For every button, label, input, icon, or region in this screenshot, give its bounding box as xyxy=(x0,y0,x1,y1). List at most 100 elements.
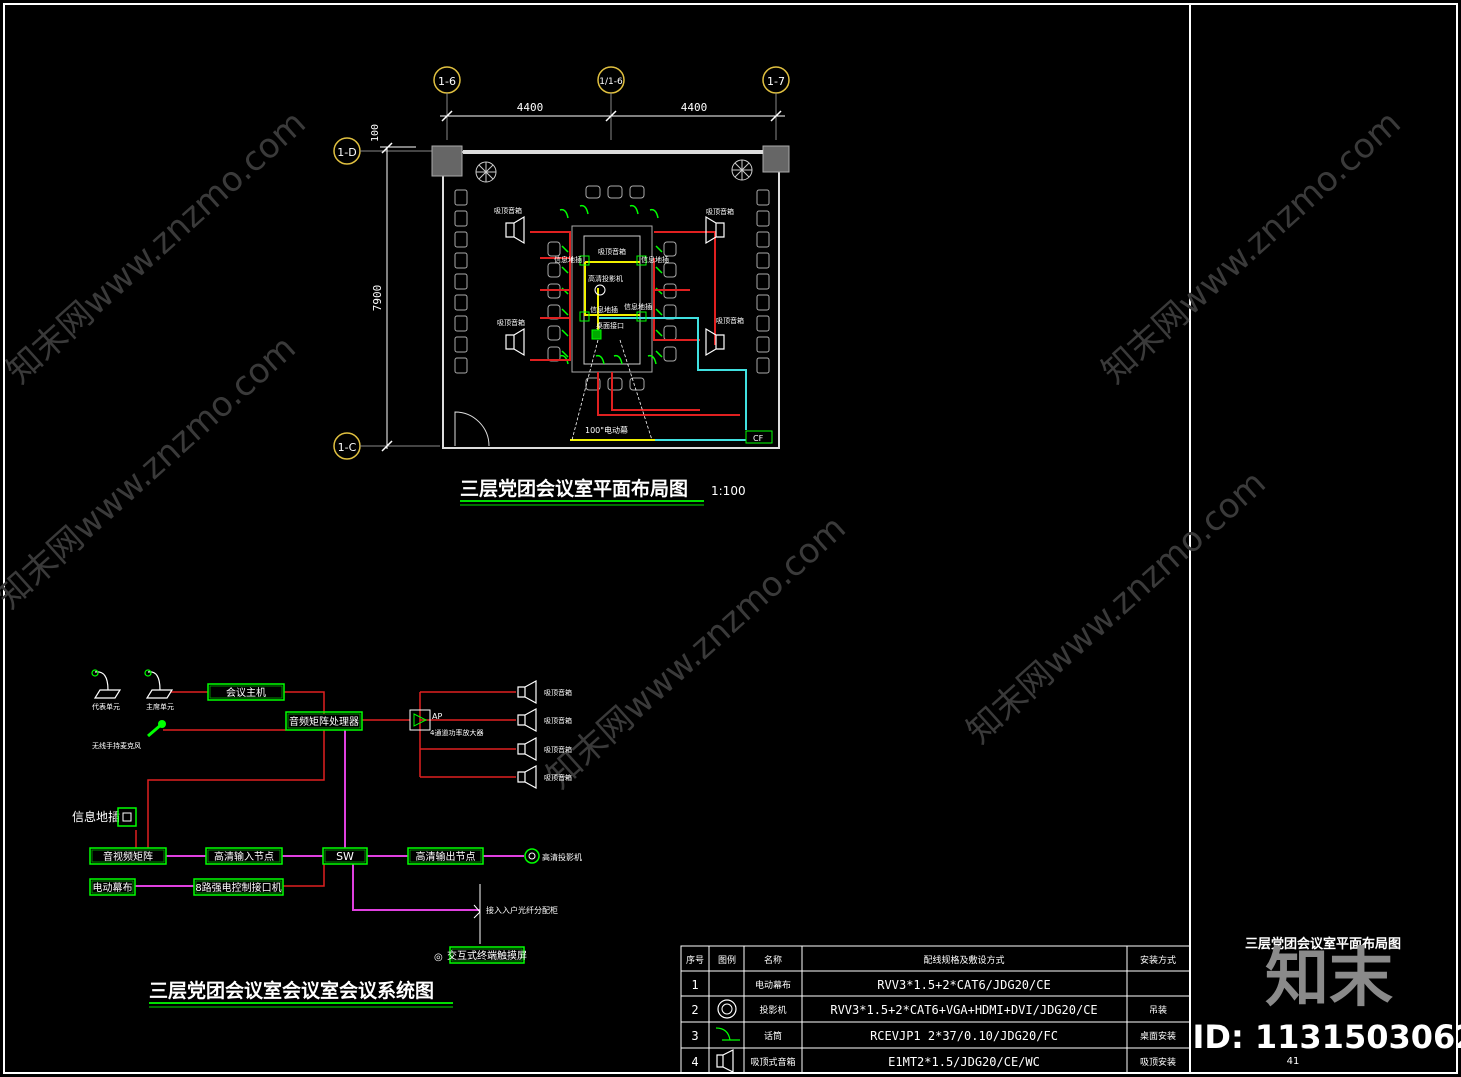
relay-box-label: 8路强电控制接口机 xyxy=(195,881,281,894)
chair xyxy=(547,304,561,320)
chair xyxy=(585,377,601,391)
side-chairs-right xyxy=(756,189,770,374)
info-outlet-2 xyxy=(636,255,647,266)
label-access: 接入入户光纤分配柜 xyxy=(486,905,558,915)
legend-table: 序号 图例 名称 配线规格及敷设方式 安装方式 1 电动幕布 RVV3*1.5+… xyxy=(680,945,1191,1074)
chair xyxy=(607,377,623,391)
legend-row-2: 2 投影机 RVV3*1.5+2*CAT6+VGA+HDMI+DVI/JDG20… xyxy=(691,999,1167,1019)
label-speaker-bl: 吸顶音箱 xyxy=(497,318,525,327)
chair xyxy=(454,252,468,269)
axis-bubble-1-6: 1-6 xyxy=(433,66,461,140)
wireless-mic-icon xyxy=(147,720,166,738)
label-speaker-tl: 吸顶音箱 xyxy=(494,206,522,215)
door xyxy=(454,411,490,447)
chair xyxy=(547,262,561,278)
screen-box: 电动幕布 xyxy=(89,878,136,896)
chair xyxy=(454,210,468,227)
svg-text:投影机: 投影机 xyxy=(759,1004,786,1016)
mic-mark xyxy=(559,354,569,365)
mic-mark xyxy=(629,204,639,215)
svg-text:吊装: 吊装 xyxy=(1149,1004,1167,1016)
mic-mark xyxy=(647,354,657,365)
column-right xyxy=(762,145,790,173)
svg-text:吸顶安装: 吸顶安装 xyxy=(1140,1056,1176,1068)
svg-text:4: 4 xyxy=(691,1055,698,1069)
chair xyxy=(663,262,677,278)
speaker-icon: 吸顶音箱 xyxy=(517,707,572,733)
relay-box: 8路强电控制接口机 xyxy=(193,878,284,896)
mic-mark xyxy=(655,329,663,337)
label-mic-chair: 主席单元 xyxy=(146,702,174,711)
svg-text:1-D: 1-D xyxy=(337,146,356,159)
mic-mark xyxy=(559,208,569,219)
sw-box-label: SW xyxy=(336,850,354,863)
chair xyxy=(547,241,561,257)
label-outlet-4: 信息地插 xyxy=(624,302,652,311)
plan-speaker-tr xyxy=(705,215,725,245)
mic-mark xyxy=(655,350,663,358)
chair xyxy=(756,273,770,290)
touch-panel-box-label: 交互式终端触摸屏 xyxy=(447,949,527,962)
speaker-icon: 吸顶音箱 xyxy=(517,764,572,790)
mic-mark xyxy=(613,354,623,365)
plan-speaker-bl xyxy=(505,327,525,357)
chair xyxy=(756,357,770,374)
hd-input-box-label: 高清输入节点 xyxy=(214,850,274,863)
plan-speaker-tl xyxy=(505,215,525,245)
svg-text:RVV3*1.5+2*CAT6/JDG20/CE: RVV3*1.5+2*CAT6/JDG20/CE xyxy=(877,978,1050,992)
chair xyxy=(756,252,770,269)
svg-text:知末网www.znzmo.com: 知末网www.znzmo.com xyxy=(1094,103,1408,392)
chair xyxy=(756,294,770,311)
speaker-icon: 吸顶音箱 xyxy=(517,679,572,705)
speaker-label: 吸顶音箱 xyxy=(544,688,572,697)
legend-header-install: 安装方式 xyxy=(1140,954,1176,966)
axis-bubble-1-7: 1-7 xyxy=(762,66,790,140)
brand-logo: 知末 xyxy=(1265,942,1393,1016)
speaker-label: 吸顶音箱 xyxy=(544,745,572,754)
mic-mark xyxy=(561,350,569,358)
mic-mark xyxy=(561,245,569,253)
svg-text:RVV3*1.5+2*CAT6+VGA+HDMI+DVI/J: RVV3*1.5+2*CAT6+VGA+HDMI+DVI/JDG20/CE xyxy=(830,1003,1097,1017)
watermarks: 知末网www.znzmo.com 知末网www.znzmo.com 知末网www… xyxy=(0,103,1409,797)
conference-host-box-label: 会议主机 xyxy=(226,686,266,699)
chair xyxy=(454,231,468,248)
legend-row-4: 4 吸顶式音箱 E1MT2*1.5/JDG20/CE/WC 吸顶安装 xyxy=(691,1049,1176,1073)
svg-text:1: 1 xyxy=(691,978,698,992)
table-interface-box xyxy=(591,329,602,340)
svg-text:电动幕布: 电动幕布 xyxy=(755,979,791,991)
svg-text:桌面安装: 桌面安装 xyxy=(1140,1030,1176,1042)
mic-mark xyxy=(655,266,663,274)
mic-mark xyxy=(561,329,569,337)
cable-video xyxy=(570,261,655,441)
mic-mark xyxy=(649,208,659,219)
sidebar-title: 三层党团会议室平面布局图 xyxy=(1245,936,1401,952)
axis-bubble-1-C: 1-C xyxy=(333,432,440,460)
chair xyxy=(629,185,645,199)
chair xyxy=(663,325,677,341)
speaker-label: 吸顶音箱 xyxy=(544,716,572,725)
legend-header-name: 名称 xyxy=(764,954,782,966)
svg-text:1-C: 1-C xyxy=(338,441,357,454)
projector-icon xyxy=(717,999,737,1019)
column-left xyxy=(431,145,463,177)
mic-mark xyxy=(579,204,589,215)
chair xyxy=(454,336,468,353)
label-amp-note: 4通道功率放大器 xyxy=(430,728,483,737)
label-screen: 100"电动幕 xyxy=(585,425,628,435)
chair xyxy=(547,325,561,341)
svg-text:2: 2 xyxy=(691,1003,698,1017)
cf-box xyxy=(745,430,773,444)
av-matrix-box-label: 音视频矩阵 xyxy=(103,850,153,863)
chair xyxy=(663,241,677,257)
legend-header-spec: 配线规格及敷设方式 xyxy=(923,954,1004,966)
label-cf: CF xyxy=(753,434,764,443)
mic-delegate-icon xyxy=(91,669,122,699)
svg-text:1/1-6: 1/1-6 xyxy=(599,77,623,87)
svg-text:RCEVJP1 2*37/0.10/JDG20/FC: RCEVJP1 2*37/0.10/JDG20/FC xyxy=(870,1029,1058,1043)
label-speaker-br: 吸顶音箱 xyxy=(716,316,744,325)
label-wireless-mic: 无线手持麦克风 xyxy=(92,741,141,750)
chair xyxy=(663,346,677,362)
cable-network xyxy=(598,317,747,441)
label-floor-outlet: 信息地插 xyxy=(72,809,120,824)
